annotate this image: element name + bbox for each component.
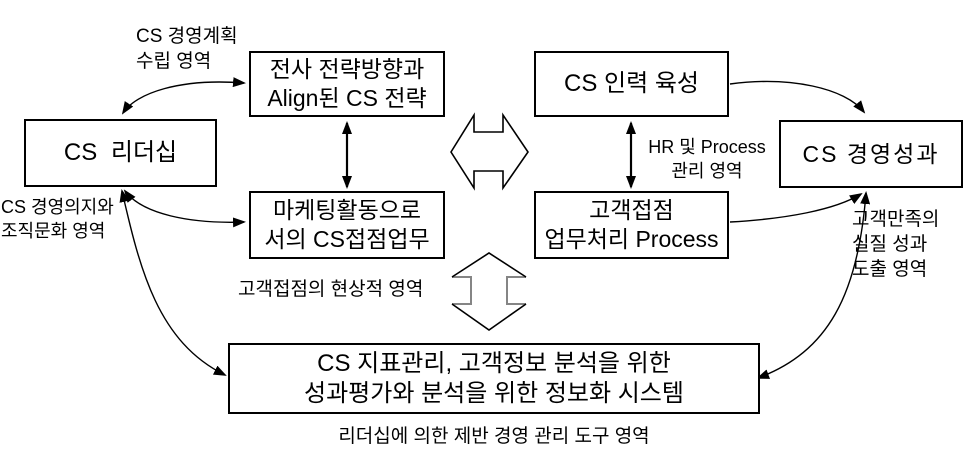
arrow-leadership-strategy <box>121 77 246 115</box>
box-contact-work-process: 고객접점 업무처리 Process <box>534 191 729 259</box>
arrow-leadership-system <box>119 189 227 376</box>
box-marketing-contact-work: 마케팅활동으로 서의 CS접점업무 <box>249 191 445 259</box>
box-information-system: CS 지표관리, 고객정보 분석을 위한 성과평가와 분석을 위한 정보화 시스… <box>228 343 760 414</box>
arrow-process-performance <box>729 192 863 223</box>
box-cs-leadership: CS 리더십 <box>24 119 217 187</box>
label-planning-area: CS 경영계획 수립 영역 <box>136 26 238 73</box>
label-contact-phenomenon-area: 고객접점의 현상적 영역 <box>238 279 424 300</box>
block-arrow-horizontal-icon <box>450 112 529 191</box>
box-cs-talent-development: CS 인력 육성 <box>534 51 729 117</box>
label-management-tools-area: 리더십에 의한 제반 경영 관리 도구 영역 <box>338 426 650 447</box>
box-aligned-cs-strategy: 전사 전략방향과 Align된 CS 전략 <box>249 51 445 117</box>
label-hr-process-area: HR 및 Process 관리 영역 <box>648 137 766 181</box>
label-will-culture-area: CS 경영의지와 조직문화 영역 <box>1 197 114 241</box>
arrow-leadership-marketing <box>123 189 246 228</box>
box-cs-management-performance: CS 경영성과 <box>779 120 963 188</box>
block-arrow-vertical-icon <box>451 252 527 331</box>
label-satisfaction-result-area: 고객만족의 실질 성과 도출 영역 <box>852 209 940 281</box>
arrow-talent-performance <box>729 80 866 114</box>
arrow-system-performance <box>756 191 871 379</box>
